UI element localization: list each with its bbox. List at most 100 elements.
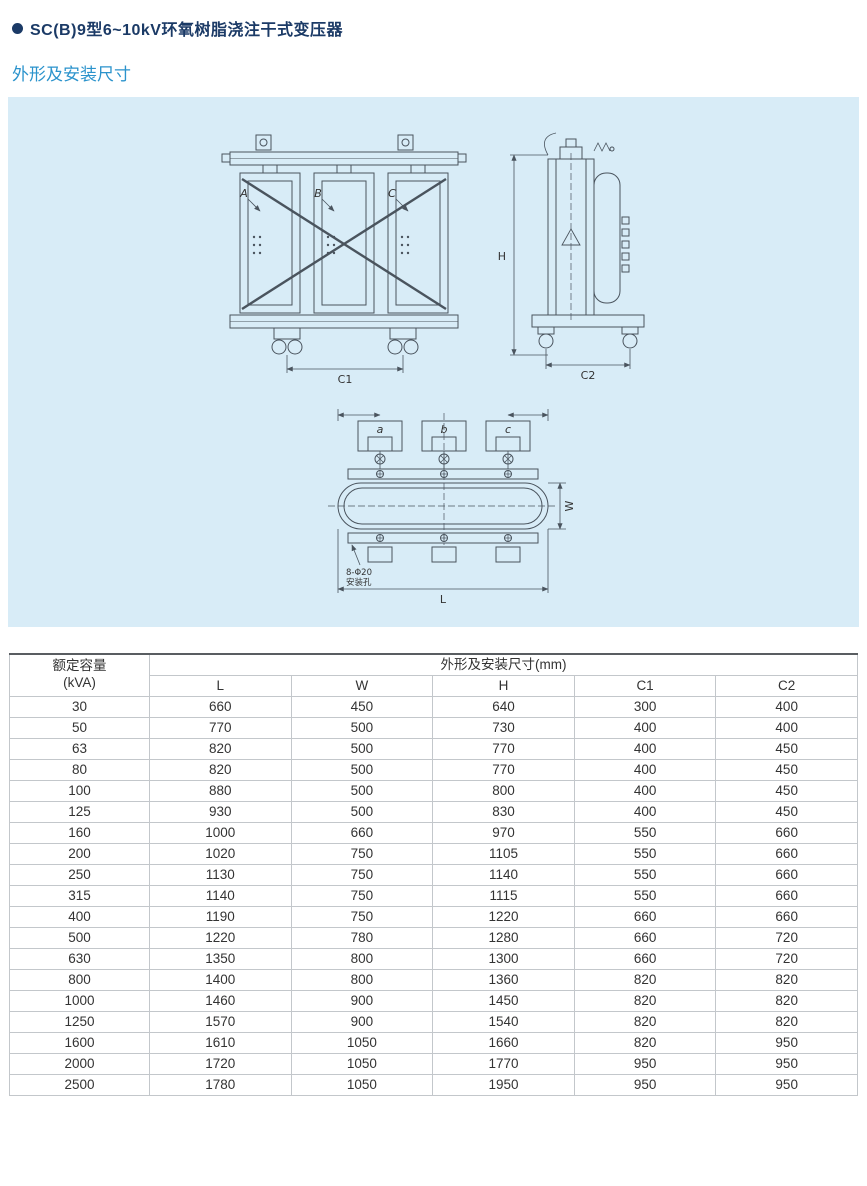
dimension-cell: 1450 bbox=[432, 989, 575, 1012]
dimension-cell: 500 bbox=[290, 737, 434, 760]
dimension-cell: 950 bbox=[715, 1073, 858, 1096]
kva-cell: 200 bbox=[9, 842, 150, 865]
dimension-cell: 1460 bbox=[149, 989, 292, 1012]
dimension-cell: 1105 bbox=[432, 842, 575, 865]
dimension-cell: 770 bbox=[432, 737, 575, 760]
dimension-cell: 820 bbox=[715, 968, 858, 991]
dimension-cell: 820 bbox=[715, 989, 858, 1012]
kva-cell: 2000 bbox=[9, 1052, 150, 1075]
dimension-cell: 950 bbox=[715, 1052, 858, 1075]
dimension-cell: 660 bbox=[715, 821, 858, 844]
phase-c-label: C bbox=[388, 187, 396, 200]
phase-a-label: A bbox=[239, 187, 248, 200]
column-header-l: L bbox=[149, 674, 292, 697]
dimension-cell: 660 bbox=[290, 821, 434, 844]
page-title: SC(B)9型6~10kV环氧树脂浇注干式变压器 bbox=[30, 22, 343, 39]
dimension-cell: 660 bbox=[715, 842, 858, 865]
dimension-cell: 1360 bbox=[432, 968, 575, 991]
dimension-cell: 750 bbox=[290, 905, 434, 928]
dimension-cell: 1950 bbox=[432, 1073, 575, 1096]
dimension-cell: 1000 bbox=[149, 821, 292, 844]
dimension-cell: 900 bbox=[290, 989, 434, 1012]
kva-cell: 315 bbox=[9, 884, 150, 907]
dimension-cell: 780 bbox=[290, 926, 434, 949]
dimension-cell: 400 bbox=[573, 800, 717, 823]
dimension-cell: 660 bbox=[149, 695, 292, 718]
dimension-cell: 660 bbox=[573, 926, 717, 949]
dimension-cell: 1220 bbox=[432, 905, 575, 928]
dimension-cell: 500 bbox=[290, 779, 434, 802]
kva-cell: 800 bbox=[9, 968, 150, 991]
dimension-cell: 750 bbox=[290, 842, 434, 865]
dimension-cell: 1300 bbox=[432, 947, 575, 970]
kva-header-line2: (kVA) bbox=[63, 675, 96, 691]
dimension-cell: 1050 bbox=[290, 1031, 434, 1054]
kva-cell: 50 bbox=[9, 716, 150, 739]
kva-cell: 1000 bbox=[9, 989, 150, 1012]
dimension-cell: 400 bbox=[573, 758, 717, 781]
kva-cell: 500 bbox=[9, 926, 150, 949]
dimension-cell: 770 bbox=[149, 716, 292, 739]
dimension-cell: 820 bbox=[573, 989, 717, 1012]
dimension-cell: 1780 bbox=[149, 1073, 292, 1096]
dimension-cell: 500 bbox=[290, 716, 434, 739]
kva-cell: 125 bbox=[9, 800, 150, 823]
dim-h-label: H bbox=[498, 250, 506, 263]
dimension-cell: 800 bbox=[290, 947, 434, 970]
dimension-cell: 450 bbox=[715, 758, 858, 781]
dimension-cell: 450 bbox=[715, 800, 858, 823]
dimension-cell: 1400 bbox=[149, 968, 292, 991]
dimension-cell: 950 bbox=[573, 1052, 717, 1075]
dimension-cell: 900 bbox=[290, 1010, 434, 1033]
terminal-a-label: a bbox=[377, 423, 384, 436]
dimension-cell: 1020 bbox=[149, 842, 292, 865]
dimension-cell: 1220 bbox=[149, 926, 292, 949]
dimension-cell: 820 bbox=[573, 1031, 717, 1054]
dimension-cell: 1280 bbox=[432, 926, 575, 949]
terminal-b-label: b bbox=[441, 423, 448, 436]
dimension-cell: 450 bbox=[715, 737, 858, 760]
kva-header-line1: 额定容量 bbox=[52, 658, 107, 674]
column-header-c1: C1 bbox=[573, 674, 717, 697]
dimension-cell: 720 bbox=[715, 926, 858, 949]
column-header-h: H bbox=[432, 674, 575, 697]
dimension-cell: 970 bbox=[432, 821, 575, 844]
kva-cell: 250 bbox=[9, 863, 150, 886]
dimension-cell: 830 bbox=[432, 800, 575, 823]
dimension-cell: 820 bbox=[149, 737, 292, 760]
dimensions-group-header: 外形及安装尺寸(mm) bbox=[149, 653, 858, 676]
dimension-cell: 1115 bbox=[432, 884, 575, 907]
dimension-cell: 820 bbox=[573, 1010, 717, 1033]
dimension-cell: 800 bbox=[290, 968, 434, 991]
dimension-cell: 820 bbox=[715, 1010, 858, 1033]
dimension-cell: 1050 bbox=[290, 1052, 434, 1075]
dimension-cell: 660 bbox=[715, 884, 858, 907]
mounting-hole-note-line1: 8-Φ20 bbox=[346, 568, 372, 578]
dimension-cell: 1190 bbox=[149, 905, 292, 928]
column-header-w: W bbox=[290, 674, 434, 697]
dimension-cell: 500 bbox=[290, 800, 434, 823]
kva-cell: 1600 bbox=[9, 1031, 150, 1054]
dimension-cell: 660 bbox=[715, 863, 858, 886]
dimension-cell: 1570 bbox=[149, 1010, 292, 1033]
kva-cell: 100 bbox=[9, 779, 150, 802]
dimension-cell: 660 bbox=[715, 905, 858, 928]
mounting-hole-note-line2: 安装孔 bbox=[346, 577, 372, 588]
kva-cell: 630 bbox=[9, 947, 150, 970]
dimension-cell: 930 bbox=[149, 800, 292, 823]
front-view bbox=[221, 134, 467, 373]
